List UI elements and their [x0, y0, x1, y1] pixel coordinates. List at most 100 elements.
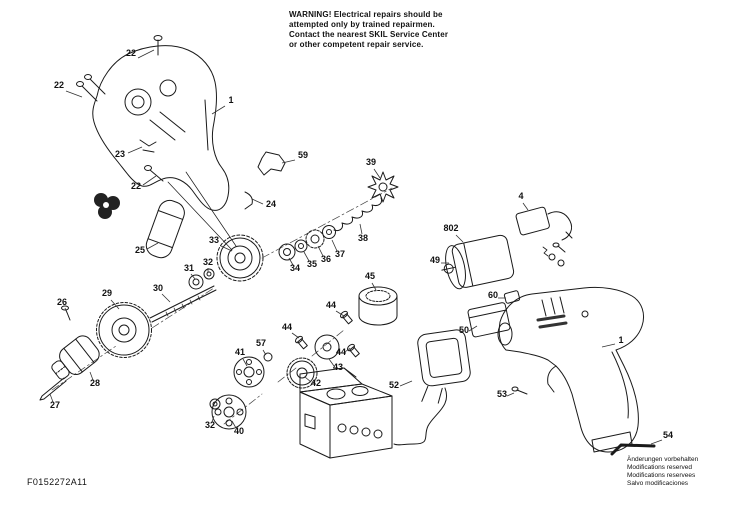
part-callout-35: 35 — [303, 251, 317, 269]
bracket-60 — [503, 290, 521, 304]
gear-case-housing — [92, 45, 230, 211]
lever-23 — [139, 139, 157, 153]
leader-line — [146, 242, 159, 250]
part-callout-31: 31 — [184, 263, 196, 280]
part-number-label: 27 — [50, 400, 60, 410]
drill-bit-27 — [39, 377, 67, 401]
part-callout-38: 38 — [358, 223, 368, 243]
part-number-label: 1 — [228, 95, 233, 105]
bolt-44a — [340, 310, 353, 325]
part-number-label: 4 — [518, 191, 523, 201]
part-number-label: 36 — [321, 254, 331, 264]
part-callout-4: 4 — [518, 191, 529, 211]
revision-notes: Änderungen vorbehalten Modifications res… — [627, 456, 698, 488]
part-number-label: 60 — [488, 290, 498, 300]
cylinder-25 — [145, 199, 185, 259]
gear-29 — [96, 302, 152, 358]
motor-802 — [441, 234, 515, 290]
leader-line — [506, 392, 515, 397]
warning-line: Contact the nearest SKIL Service Center — [289, 30, 449, 39]
part-callout-33: 33 — [209, 235, 233, 252]
part-callout-28: 28 — [89, 371, 100, 388]
leader-line — [335, 310, 345, 317]
leader-line — [650, 439, 663, 445]
washer-35 — [294, 239, 308, 253]
leader-line — [137, 49, 155, 59]
leader-line — [65, 90, 83, 98]
part-callout-22: 22 — [131, 175, 157, 191]
part-number-label: 34 — [290, 263, 300, 273]
part-number-label: 39 — [366, 157, 376, 167]
screw-22-lower — [144, 165, 164, 182]
chuck-28 — [51, 335, 100, 380]
leader-line — [127, 146, 143, 154]
pointer-lines — [167, 171, 237, 251]
part-number-label: 37 — [335, 249, 345, 259]
warning-text: WARNING! Electrical repairs should be at… — [289, 10, 448, 50]
leader-line — [522, 202, 529, 211]
bolt-44b — [295, 335, 308, 350]
part-callout-44: 44 — [282, 322, 300, 339]
part-number-label: 22 — [54, 80, 64, 90]
part-callout-43: 43 — [328, 358, 343, 372]
part-number-label: 25 — [135, 245, 145, 255]
charger-plug-52 — [393, 329, 471, 446]
part-callout-36: 36 — [317, 245, 331, 264]
part-number-label: 28 — [90, 378, 100, 388]
gear-33 — [216, 234, 264, 282]
part-number-label: 49 — [430, 255, 440, 265]
part-number-label: 22 — [126, 48, 136, 58]
part-number-label: 54 — [663, 430, 673, 440]
part-callout-39: 39 — [366, 157, 381, 179]
part-callout-22: 22 — [54, 80, 83, 98]
part-callout-49: 49 — [430, 255, 449, 265]
charger-stand — [299, 367, 393, 459]
part-number-label: 41 — [235, 347, 245, 357]
leader-line — [331, 239, 338, 252]
part-number-label: 44 — [326, 300, 336, 310]
part-number-label: 43 — [333, 362, 343, 372]
part-number-label: 35 — [307, 259, 317, 269]
leader-line — [64, 307, 68, 314]
part-callout-54: 54 — [650, 430, 673, 445]
bracket-59 — [257, 151, 286, 176]
leader-line — [399, 380, 413, 387]
leader-line — [89, 371, 94, 381]
ring-36 — [305, 229, 325, 249]
screw-22-left-pair — [76, 74, 106, 102]
leader-line — [455, 234, 464, 243]
leader-line — [281, 159, 296, 164]
leader-line — [317, 245, 324, 257]
part-callout-53: 53 — [497, 389, 515, 399]
part-number-label: 31 — [184, 263, 194, 273]
part-number-label: 59 — [298, 150, 308, 160]
star-washer-39 — [367, 171, 399, 203]
document-code: F0152272A11 — [27, 477, 88, 487]
part-number-label: 1 — [618, 335, 623, 345]
washer-31 — [188, 274, 204, 290]
part-number-label: 44 — [336, 347, 346, 357]
leader-line — [371, 282, 377, 291]
leader-line — [242, 358, 248, 367]
leader-line — [262, 349, 267, 356]
leader-line — [190, 273, 196, 280]
revision-note: Salvo modificaciones — [627, 480, 689, 487]
ball-57 — [263, 352, 273, 362]
part-number-label: 42 — [311, 378, 321, 388]
part-number-label: 24 — [266, 199, 276, 209]
part-number-label: 33 — [209, 235, 219, 245]
part-number-label: 53 — [497, 389, 507, 399]
part-number-label: 52 — [389, 380, 399, 390]
clutch-plate-41 — [233, 356, 265, 388]
drill-housing — [497, 286, 645, 453]
part-callout-44: 44 — [336, 347, 351, 357]
part-callout-34: 34 — [288, 257, 300, 273]
leader-line — [211, 415, 215, 423]
washer-32 — [203, 268, 215, 280]
part-number-label: 40 — [234, 426, 244, 436]
sleeve-45 — [358, 286, 398, 326]
part-number-label: 44 — [282, 322, 292, 332]
